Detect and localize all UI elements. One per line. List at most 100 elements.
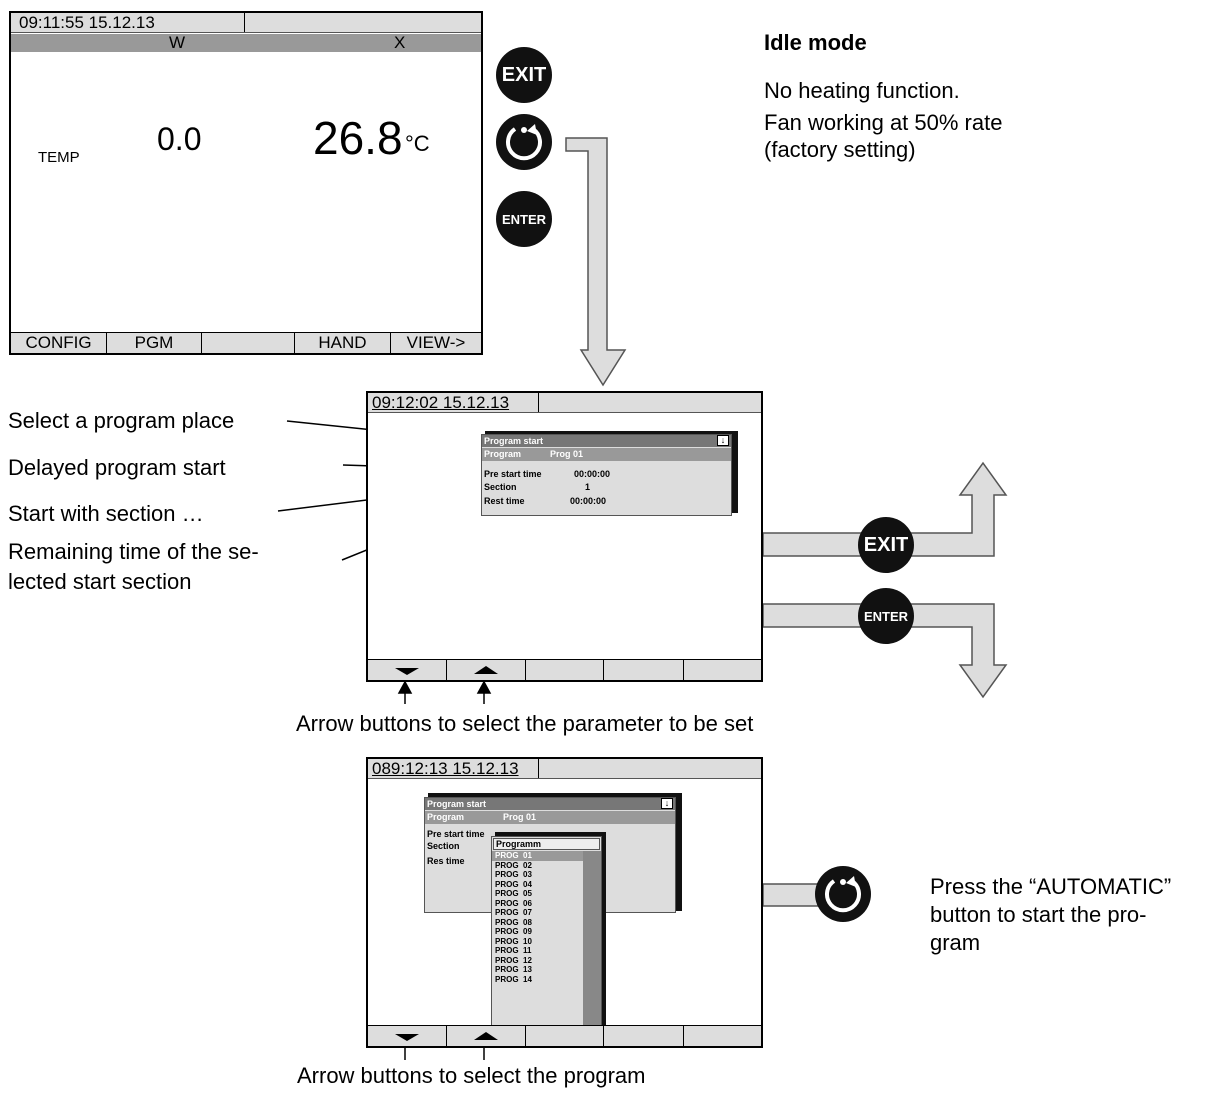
softkey-view[interactable]: VIEW-> (406, 333, 466, 352)
dialog-row-prestart[interactable]: Pre start time (427, 829, 485, 839)
enter-button[interactable]: ENTER (496, 191, 552, 247)
arrow-down-button[interactable] (368, 660, 447, 680)
rotary-knob-button[interactable] (496, 114, 552, 170)
dialog-title: Program start (425, 798, 675, 810)
row-label: Program (484, 449, 522, 459)
dialog-row-restime[interactable]: Res time (427, 856, 465, 866)
softkey-bar (368, 1025, 761, 1046)
softkey-hand[interactable]: HAND (295, 333, 391, 353)
rotary-knob-icon (506, 124, 542, 161)
dialog-title: Program start (482, 435, 731, 447)
softkey-5[interactable] (684, 660, 761, 680)
idle-title: Idle mode (764, 30, 867, 55)
program-list-item[interactable]: PROG 08 (495, 917, 532, 927)
softkey-4[interactable] (604, 660, 684, 680)
annotation-remaining-time: Remaining time of the se- lected start s… (8, 538, 259, 596)
temp-label: TEMP (38, 149, 80, 166)
program-list-item[interactable]: PROG 06 (495, 898, 532, 908)
program-list-item[interactable]: PROG 03 (495, 870, 532, 879)
exit-button[interactable]: EXIT (496, 47, 552, 103)
column-header: W X (11, 34, 481, 52)
idle-line-2: Fan working at 50% rate (764, 110, 1003, 135)
program-list-item[interactable]: PROG 13 (495, 965, 532, 974)
idle-description: No heating function. Fan working at 50% … (764, 75, 1002, 166)
dialog-row-section[interactable]: Section (427, 841, 460, 851)
dialog-row-program[interactable]: Program Prog 01 (425, 811, 675, 824)
list-title: Programm (493, 838, 600, 850)
flow-arrow-down (565, 137, 627, 387)
controller-screen-program-select: 089:12:13 15.12.13 Program start ↓ Progr… (366, 757, 763, 1048)
actual-value: 26.8 (313, 112, 403, 164)
prestart-value: 00:00:00 (574, 469, 611, 479)
softkey-4[interactable] (604, 1026, 684, 1046)
connector-bar (762, 883, 819, 907)
automatic-note-line-3: gram (930, 930, 981, 955)
arrow-up-icon (474, 666, 498, 674)
enter-button-label: ENTER (501, 211, 547, 227)
row-label: Program (427, 812, 465, 822)
program-list-item[interactable]: PROG 10 (495, 936, 532, 946)
annotation-remaining-line-1: Remaining time of the se- (8, 539, 259, 564)
rotary-knob-button[interactable] (815, 866, 871, 922)
caption-program-arrows: Arrow buttons to select the program (297, 1063, 646, 1088)
arrow-down-icon (395, 668, 419, 675)
program-list-item[interactable]: PROG 07 (495, 908, 532, 917)
arrow-up-button[interactable] (447, 1026, 526, 1046)
scroll-down-icon[interactable]: ↓ (717, 435, 729, 446)
dialog-row-prestart[interactable]: Pre start time (484, 469, 542, 479)
row-value: Prog 01 (503, 812, 537, 822)
status-bar: 09:12:02 15.12.13 (368, 393, 761, 413)
dialog-row-section[interactable]: Section (484, 482, 517, 492)
idle-line-3: (factory setting) (764, 137, 916, 162)
annotation-delayed-start: Delayed program start (8, 455, 226, 480)
row-value: Prog 01 (550, 449, 584, 459)
program-list-item[interactable]: PROG 14 (495, 974, 532, 984)
softkey-bar (368, 659, 761, 680)
caption-parameter-arrows: Arrow buttons to select the parameter to… (296, 711, 754, 736)
dialog-row-resttime[interactable]: Rest time (484, 496, 525, 506)
clock: 089:12:13 15.12.13 (372, 759, 519, 778)
column-w: W (169, 33, 186, 52)
idle-line-1: No heating function. (764, 78, 960, 103)
program-list-item[interactable]: PROG 12 (495, 955, 532, 965)
exit-button-label: EXIT (863, 533, 909, 556)
enter-button-flow[interactable]: ENTER (858, 588, 914, 644)
program-start-dialog: Program start ↓ Program Prog 01 Pre star… (481, 434, 732, 516)
arrow-up-button[interactable] (447, 660, 526, 680)
enter-button-label: ENTER (863, 608, 909, 624)
controller-screen-idle: 09:11:55 15.12.13 W X TEMP 0.0 26.8 °C C… (9, 11, 483, 355)
annotation-program-place: Select a program place (8, 408, 235, 433)
softkey-config[interactable]: CONFIG (11, 333, 107, 353)
exit-button-label: EXIT (501, 63, 547, 86)
softkey-5[interactable] (684, 1026, 761, 1046)
automatic-note: Press the “AUTOMATIC” button to start th… (930, 873, 1171, 957)
program-list-item[interactable]: PROG 04 (495, 879, 532, 889)
arrow-down-button[interactable] (368, 1026, 447, 1046)
section-value: 1 (585, 482, 591, 492)
unit-label: °C (405, 131, 430, 156)
dialog-row-program[interactable]: Program Prog 01 (482, 448, 731, 461)
softkey-3[interactable] (526, 660, 604, 680)
exit-button-flow[interactable]: EXIT (858, 517, 914, 573)
softkey-bar: CONFIG PGM HAND VIEW-> (11, 332, 481, 353)
program-list-item[interactable]: PROG 09 (495, 927, 532, 936)
automatic-note-line-2: button to start the pro- (930, 902, 1147, 927)
softkey-pgm[interactable]: PGM (107, 333, 202, 353)
column-x: X (394, 33, 406, 52)
arrow-up-icon (474, 1032, 498, 1040)
program-list-item[interactable]: PROG 11 (495, 946, 532, 955)
rotary-knob-icon (825, 876, 861, 913)
annotation-start-section: Start with section … (8, 501, 204, 526)
clock: 09:11:55 15.12.13 (19, 13, 155, 32)
arrow-down-icon (395, 1034, 419, 1041)
program-list-item[interactable]: PROG 02 (495, 860, 532, 870)
softkey-3[interactable] (526, 1026, 604, 1046)
program-list-item[interactable]: PROG 05 (495, 889, 532, 898)
list-scrollbar[interactable] (583, 851, 601, 1041)
setpoint-value: 0.0 (157, 121, 202, 157)
scroll-down-icon[interactable]: ↓ (661, 798, 673, 809)
softkey-empty[interactable] (202, 333, 295, 353)
program-list-item[interactable]: PROG 01 (492, 851, 583, 861)
